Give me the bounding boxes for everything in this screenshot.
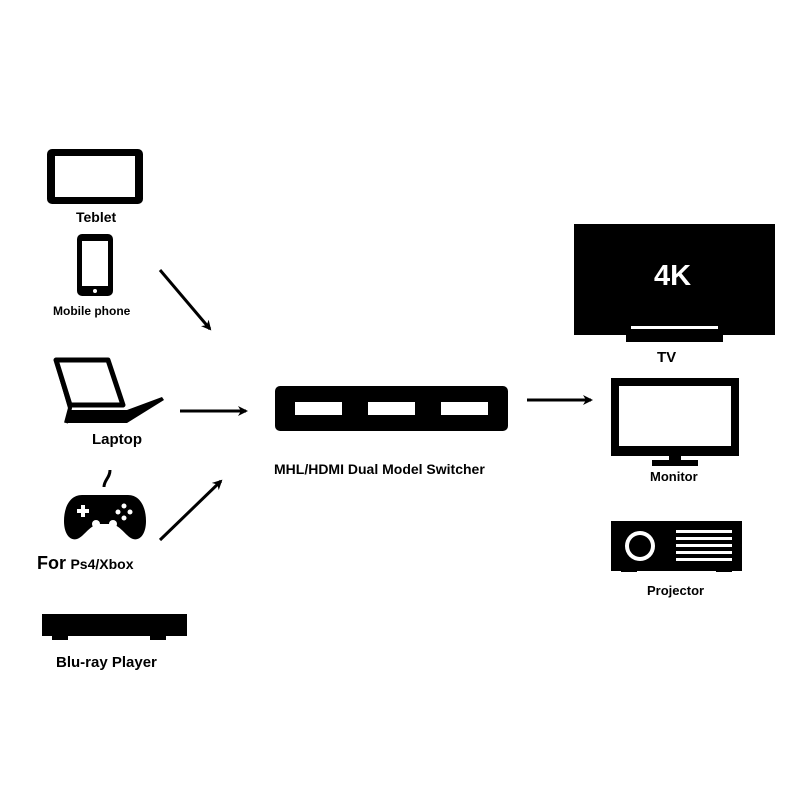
bluray-label: Blu-ray Player [56, 654, 157, 671]
tv-screen-text: 4K [654, 260, 692, 292]
console-label: For Ps4/Xbox [37, 553, 133, 574]
tablet-label: Teblet [76, 209, 117, 225]
monitor-label: Monitor [650, 469, 698, 484]
arrow-mobile-to-switcher [158, 269, 212, 331]
console-label-prefix: For [37, 553, 66, 573]
monitor-icon [611, 378, 739, 466]
switcher-icon [275, 386, 508, 431]
arrow-console-to-switcher [158, 479, 223, 542]
projector-icon [611, 521, 742, 572]
projector-label: Projector [647, 583, 705, 598]
tv-label: TV [657, 349, 677, 366]
switcher-label: MHL/HDMI Dual Model Switcher [274, 461, 485, 477]
game-controller-icon [64, 469, 146, 540]
laptop-label: Laptop [92, 431, 142, 448]
tv-icon [574, 224, 775, 342]
laptop-icon [53, 357, 164, 424]
console-label-name: Ps4/Xbox [70, 556, 134, 572]
bluray-player-icon [42, 614, 187, 640]
mobile-phone-label: Mobile phone [53, 304, 131, 318]
mobile-phone-icon [77, 234, 113, 296]
tablet-icon [47, 149, 143, 204]
